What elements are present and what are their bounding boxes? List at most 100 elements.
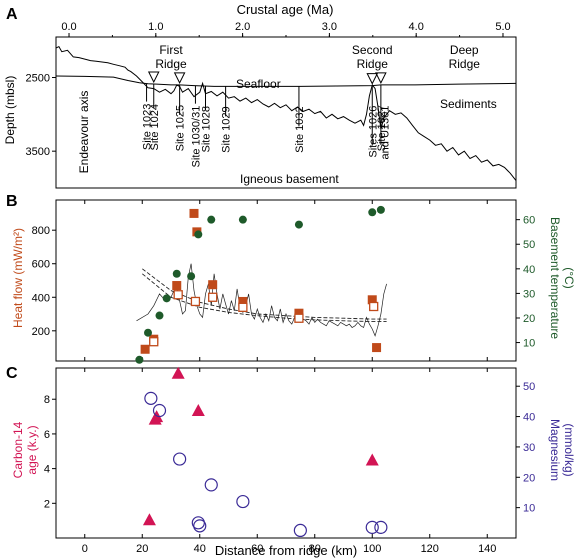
temperature-point [294,220,303,229]
site-label: Site 1032 [294,106,306,152]
temperature-point [194,230,203,239]
temperature-tick-label: 20 [523,313,535,325]
magnesium-point [152,403,167,418]
top-axis-tick-label: 3.0 [322,21,337,33]
site-label: Site 1023 [142,104,154,150]
heat-flow-point [189,208,199,218]
magnesium-tick-label: 40 [523,412,535,424]
heat-flow-point [372,343,382,353]
site-label-group: Site 1027 [376,105,388,151]
magnesium-point [144,391,158,405]
top-axis-tick-label: 4.0 [409,21,424,33]
panel-b-marks [135,205,385,364]
region-label-line: Deep [450,43,479,57]
site-label-group: Site 1024 [149,104,161,150]
site-label: Sites 1026 [367,106,379,158]
carbon-age-point [142,513,156,526]
region-label-line: Second [352,43,393,57]
site-label: Site 1024 [149,104,161,150]
site-label-group: Site 1028 [201,106,213,152]
y-axis-tick-label: 3500 [26,146,50,158]
panel-a-ylabel: Depth (mbsl) [3,76,17,145]
sediments-label: Sediments [440,97,497,111]
heat-flow-open-point [294,313,304,323]
magnesium-point [193,519,207,533]
site-label: Site 1029 [221,106,233,152]
x-axis-tick-label: 80 [309,543,321,555]
magnesium-axis-label: Magnesium(mmol/kg) [548,419,576,481]
carbon-age-point [191,404,205,416]
site-label-group: Site 1025 [175,105,187,151]
carbon-tick-label: 2 [44,498,50,510]
region-label-line: Ridge [449,57,481,71]
x-axis-tick-label: 60 [251,543,263,555]
temperature-point [207,215,216,224]
carbon-age-point [365,453,379,466]
temperature-axis-label-line: Basement temperature [548,217,562,339]
site-label: Site 1028 [201,106,213,152]
x-axis-tick-label: 40 [194,543,206,555]
site-triangle-icon [173,72,186,84]
temperature-point [144,328,152,337]
temperature-point [238,215,247,224]
magnesium-tick-label: 10 [523,503,535,515]
temperature-point [187,272,196,281]
heat-flow-open-point [149,337,159,347]
panel-b-letter: B [6,193,18,210]
x-axis-tick-label: 20 [136,543,148,555]
temperature-point [172,269,181,278]
temperature-point [162,294,171,303]
carbon-axis-label-line: Carbon-14 [11,421,25,478]
site-triangle-icon [375,72,387,84]
temperature-tick-label: 40 [523,264,535,276]
temperature-point [368,208,377,217]
magnesium-point [236,494,250,509]
magnesium-axis-label-line: Magnesium [548,419,562,481]
measured-heat-flow-trace [136,263,387,337]
heat-flow-tick-label: 200 [32,326,50,338]
magnesium-point [173,452,187,466]
panel-c-letter: C [6,365,18,382]
heat-flow-point [172,281,182,291]
heat-flow-point [208,280,218,290]
model-curve-upper [142,268,387,320]
temperature-point [155,311,164,320]
temperature-point [135,355,144,364]
model-curve-lower [142,273,387,323]
region-label-line: First [159,43,183,57]
heat-flow-open-point [238,302,248,312]
panel-b-x-ticks [84,200,488,361]
panel-a-frame [55,36,517,189]
x-axis-tick-label: 0 [82,543,88,555]
carbon-age-point [171,366,185,379]
x-axis-tick-label: 120 [421,543,439,555]
heat-flow-open-point [208,292,218,302]
site-label: and U1301 [379,106,391,160]
site-label-group: Site 1023 [142,104,154,150]
heat-flow-open-point [369,301,379,312]
temperature-axis-label: Basement temperature(°C) [548,217,576,339]
site-label-group: Site 1032 [294,106,306,152]
panel-c-marks [142,366,388,538]
magnesium-tick-label: 30 [523,442,535,454]
panel-c-frame [55,367,517,539]
region-label-line: Ridge [357,57,389,71]
carbon-axis-label-line: age (k.y.) [25,425,39,474]
carbon-tick-label: 6 [44,429,50,441]
